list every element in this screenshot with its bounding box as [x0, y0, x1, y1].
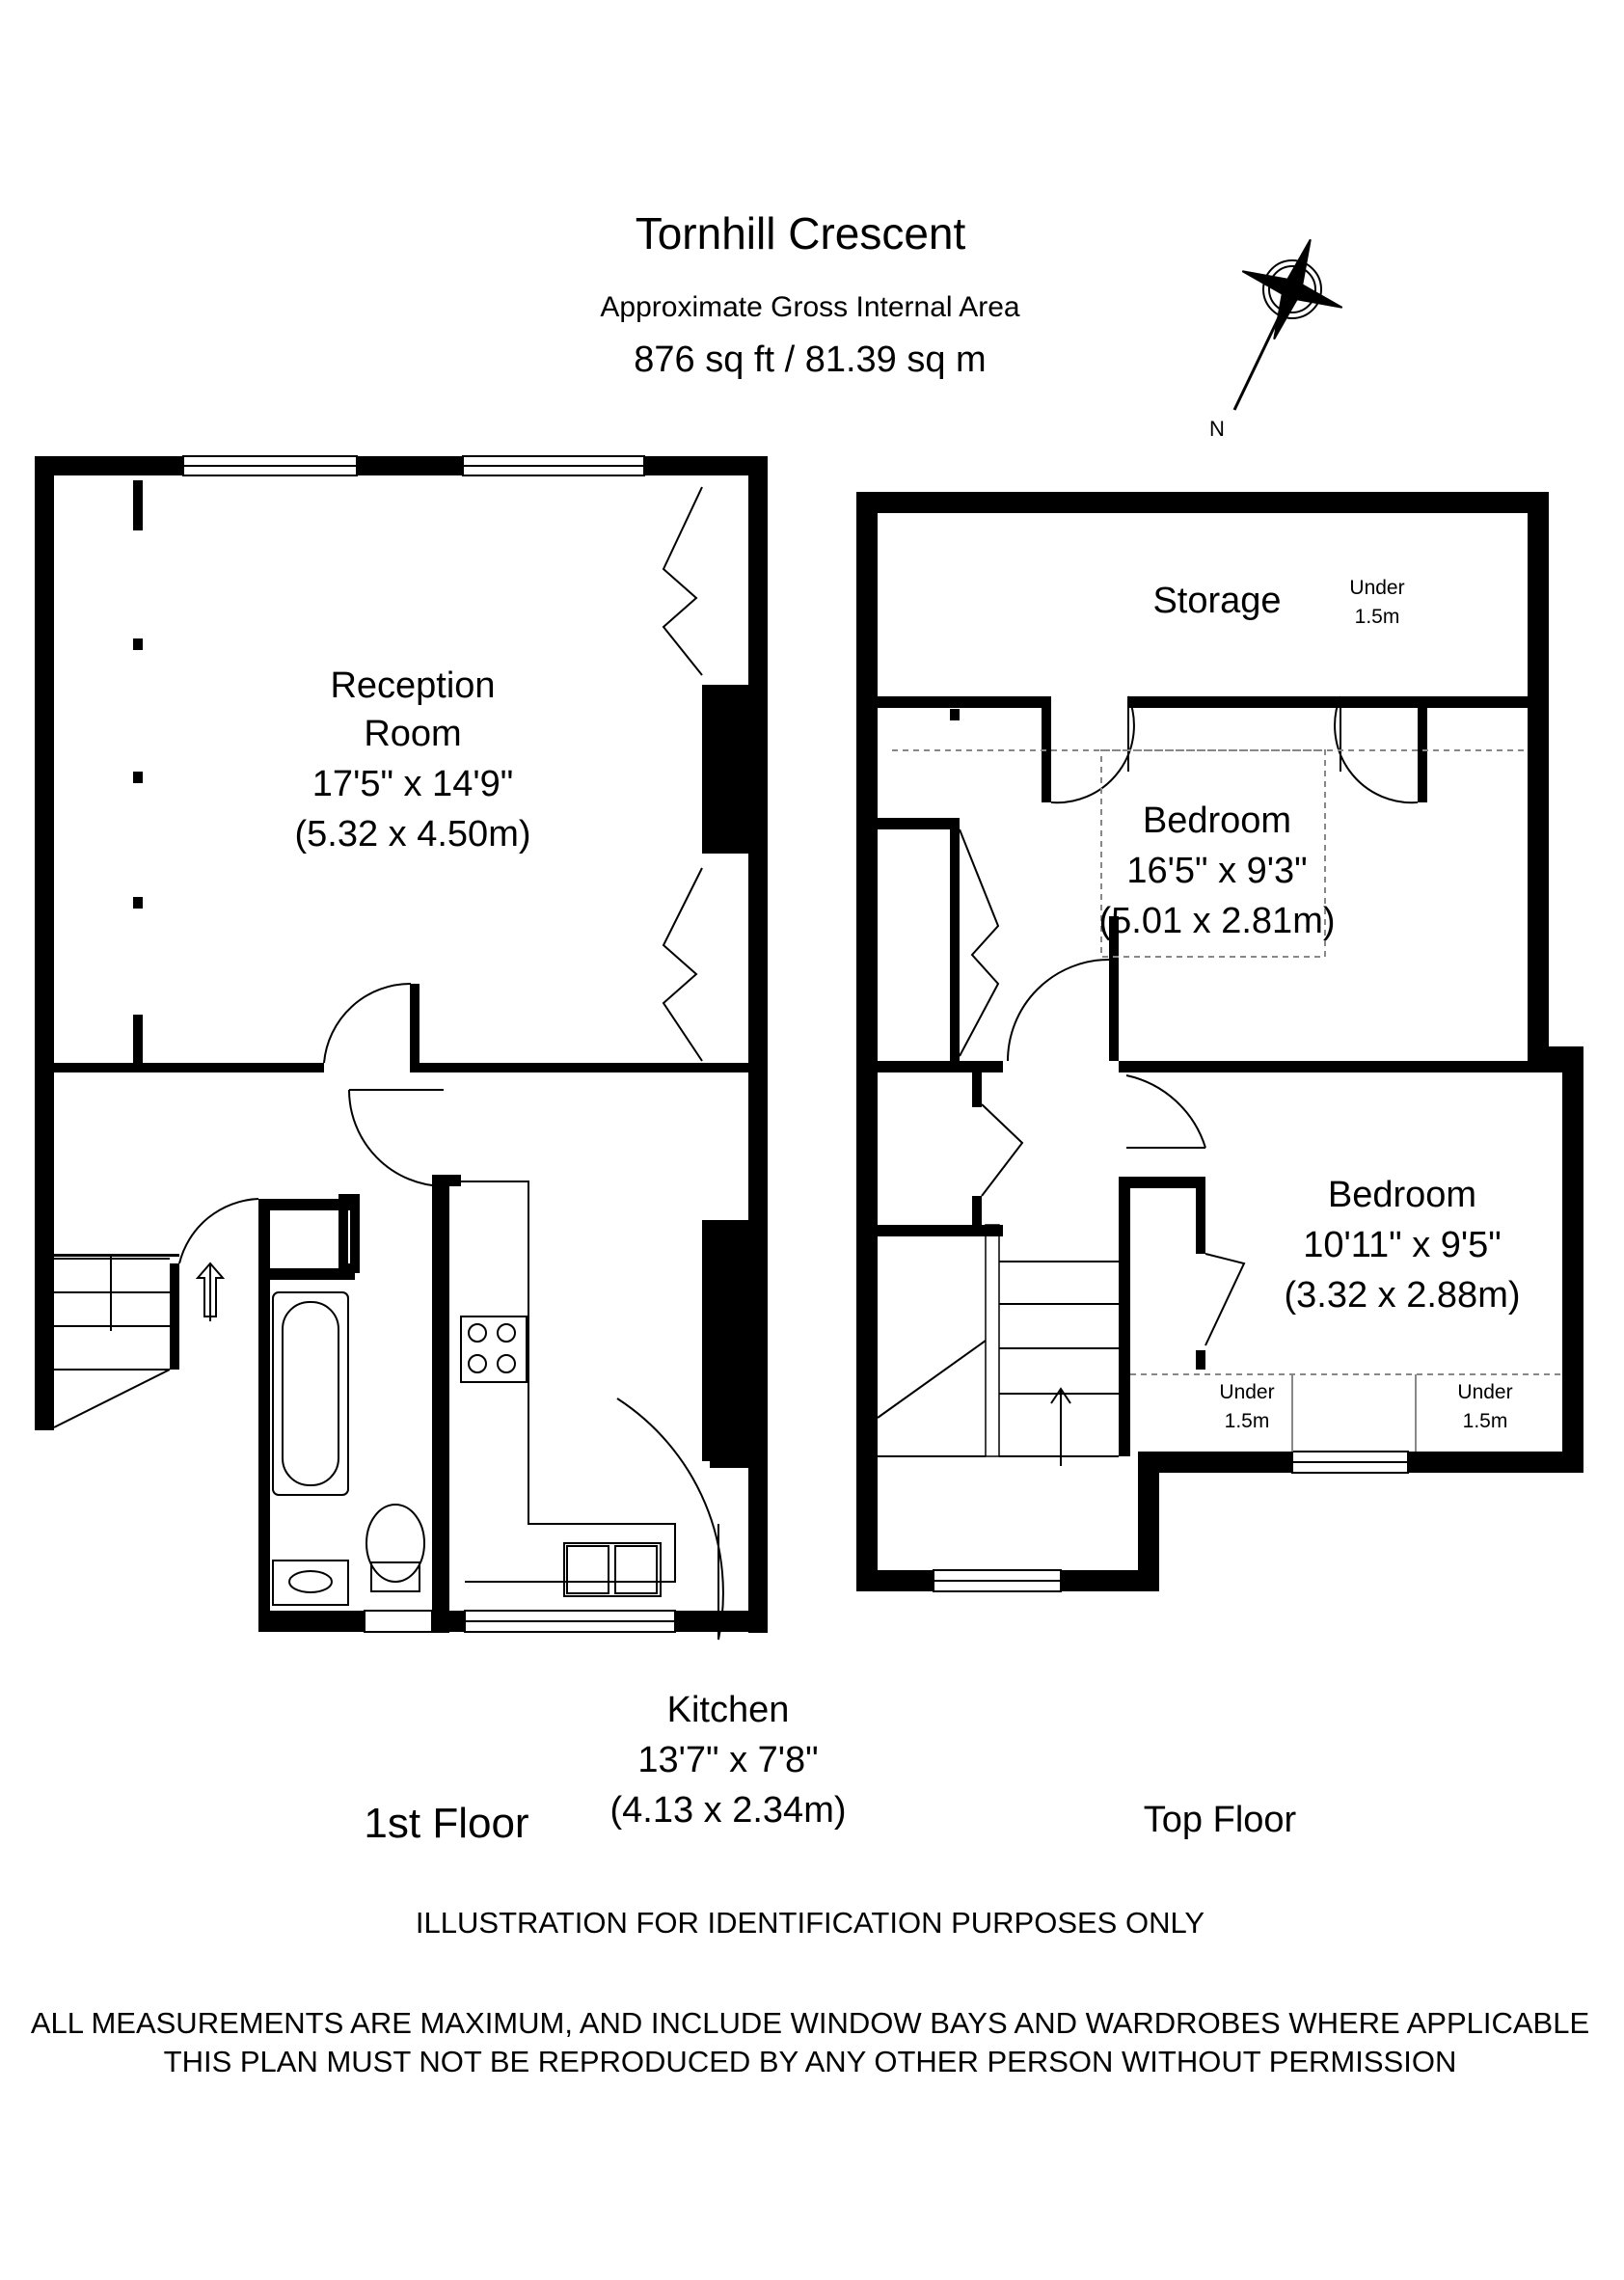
kitchen-imperial: 13'7" x 7'8": [637, 1740, 819, 1780]
footer-identification-note: ILLUSTRATION FOR IDENTIFICATION PURPOSES…: [415, 1906, 1205, 1940]
bedroom2-under-left-2: 1.5m: [1224, 1410, 1270, 1432]
plan-title: Tornhill Crescent: [635, 208, 966, 258]
kitchen-metric: (4.13 x 2.34m): [609, 1790, 847, 1831]
footer-measurement-note: ALL MEASUREMENTS ARE MAXIMUM, AND INCLUD…: [30, 2006, 1590, 2040]
storage-note-2: 1.5m: [1354, 606, 1400, 628]
bedroom2-imperial: 10'11" x 9'5": [1303, 1225, 1502, 1265]
first-floor-fixtures: [53, 486, 724, 1641]
kitchen-name: Kitchen: [666, 1690, 790, 1730]
top-floor-label: Top Floor: [1143, 1800, 1297, 1840]
gross-area: 876 sq ft / 81.39 sq m: [634, 339, 987, 380]
compass-north-label: N: [1209, 417, 1225, 441]
bedroom2-under-right-2: 1.5m: [1462, 1410, 1508, 1432]
bedroom2-metric: (3.32 x 2.88m): [1284, 1275, 1521, 1316]
storage-note-1: Under: [1349, 577, 1405, 599]
storage-name: Storage: [1152, 581, 1282, 621]
bedroom1-imperial: 16'5" x 9'3": [1126, 851, 1308, 891]
reception-imperial: 17'5" x 14'9": [311, 764, 514, 804]
compass-rose-icon: [1232, 238, 1343, 411]
first-floor-label: 1st Floor: [364, 1800, 529, 1847]
bedroom2-under-left-1: Under: [1219, 1381, 1275, 1403]
top-floor-fixtures: [877, 695, 1562, 1466]
reception-name-1: Reception: [330, 665, 496, 706]
footer-copyright-note: THIS PLAN MUST NOT BE REPRODUCED BY ANY …: [163, 2045, 1457, 2078]
bedroom1-metric: (5.01 x 2.81m): [1098, 901, 1336, 941]
plan-subtitle: Approximate Gross Internal Area: [600, 291, 1020, 323]
top-floor-plan: [856, 492, 1583, 1592]
first-floor-plan: [35, 455, 768, 1633]
reception-name-2: Room: [364, 714, 462, 754]
bedroom1-name: Bedroom: [1142, 801, 1292, 841]
bedroom2-name: Bedroom: [1327, 1175, 1477, 1215]
reception-metric: (5.32 x 4.50m): [294, 814, 531, 855]
bedroom2-under-right-1: Under: [1457, 1381, 1513, 1403]
